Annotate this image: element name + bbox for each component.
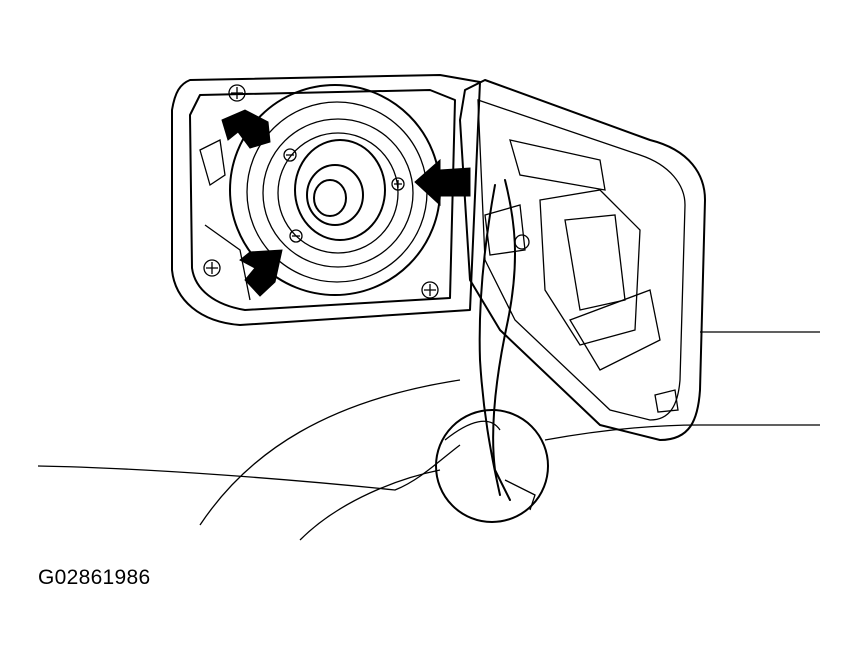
vehicle-body-lines (37, 331, 820, 541)
fuel-cap-and-tether (435, 179, 549, 523)
fuel-door-lid (459, 79, 706, 441)
screw-icon (203, 259, 221, 277)
callout-arrows (221, 109, 471, 297)
arrow-right-icon (414, 158, 471, 207)
screw-icon (391, 177, 405, 191)
screw-icon (228, 84, 246, 102)
screw-icon (283, 148, 297, 162)
figure-id-label: G02861986 (38, 566, 151, 589)
arrow-upper-left-icon (221, 109, 271, 149)
filler-housing (171, 74, 481, 326)
arrow-lower-left-icon (239, 249, 283, 297)
screws (203, 84, 439, 299)
screw-icon (289, 229, 303, 243)
screw-icon (421, 281, 439, 299)
